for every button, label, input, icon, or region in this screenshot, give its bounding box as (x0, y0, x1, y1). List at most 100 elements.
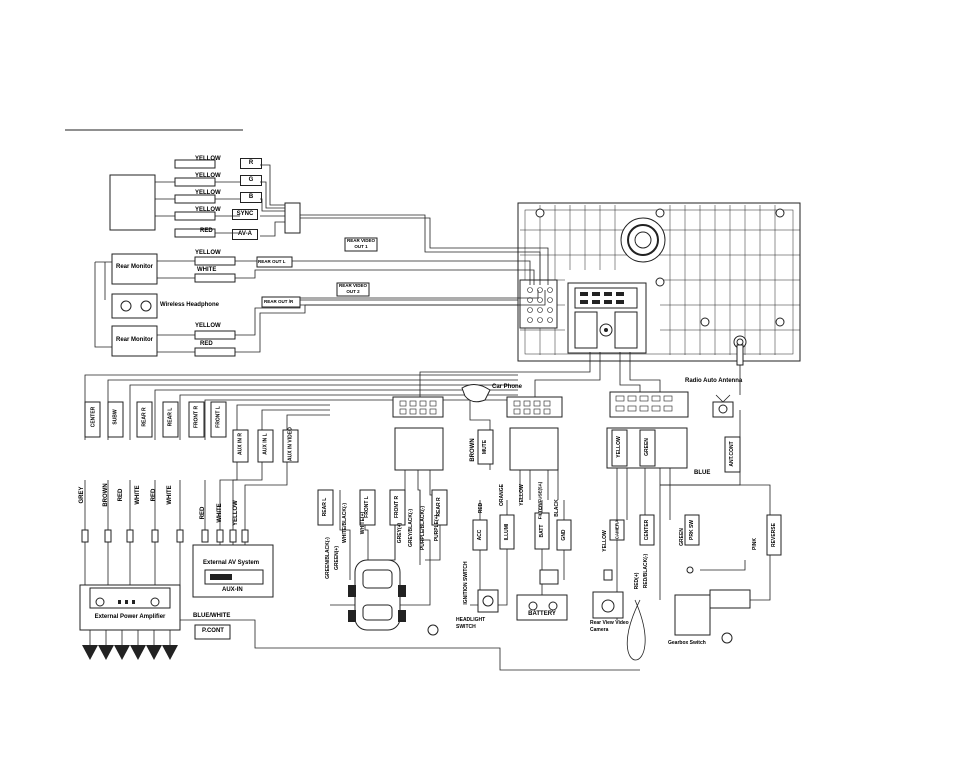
speaker-front-r (389, 489, 406, 526)
reverse-box (766, 514, 782, 556)
rear-monitor-2-wire2: RED (200, 341, 213, 347)
camera-wire-label: YELLOW (602, 530, 608, 552)
red-plus-label: RED(+) (634, 572, 640, 590)
blue-wire-label: BLUE (694, 470, 711, 476)
external-av-sub: AUX-IN (222, 587, 243, 593)
pcont-label: P.CONT (202, 628, 224, 634)
out-front-r: FRONT R (193, 405, 200, 429)
aux-wire-red: RED (200, 506, 206, 520)
power-wire-orange: ORANGE (499, 484, 505, 506)
wire-white-2: WHITE (167, 485, 173, 505)
ant-cont-box (724, 436, 741, 473)
red-black-label: RED/BLACK(-) (643, 553, 649, 589)
yellow-top-box (611, 429, 628, 467)
sw-green-plus: GREEN(+) (334, 545, 340, 571)
camera-label: CAMERA (614, 519, 620, 540)
rear-video-out2-label: REAR VIDEO OUT 2 (338, 283, 367, 294)
battery-label: BATTERY (528, 611, 556, 617)
sw-grey-plus: GREY(+) (397, 522, 403, 544)
lamp-icon (427, 624, 439, 636)
rear-monitor-1-wire2: WHITE (197, 267, 217, 273)
wire-grey: GREY (79, 486, 85, 504)
label-yellow-sync: YELLOW (195, 207, 221, 213)
aux-in-r: AUX IN R (237, 433, 244, 455)
aux-in-video: AUX IN VIDEO (287, 427, 294, 461)
ignition-switch (477, 589, 499, 613)
rear-monitor-1-wire1: YELLOW (195, 250, 221, 256)
mute-wire-label: BROWN (470, 438, 476, 462)
pcont-wire (180, 619, 640, 671)
reverse-lamp-icon (721, 632, 733, 644)
ignition-label: IGNITION SWITCH (463, 561, 469, 605)
wireless-headphone-label: Wireless Headphone (160, 302, 219, 308)
speaker-rear-r (431, 489, 448, 526)
reverse-label: REVERSE (771, 523, 777, 547)
sw-purple-plus: PURPLE(+) (434, 514, 440, 542)
tag-b: B (240, 192, 262, 203)
wire-red-2: RED (151, 488, 157, 502)
sw-white-plus: WHITE(+) (360, 511, 366, 535)
gnd-label: GND (561, 529, 567, 541)
external-amp-label: External Power Amplifier (94, 614, 166, 620)
yellow-top-label: YELLOW (616, 436, 622, 458)
head-unit (517, 202, 801, 362)
wire-red-1: RED (118, 488, 124, 502)
rear-video-out1-box (344, 237, 378, 252)
rear-out-l-box (256, 256, 293, 268)
rear-out-l-label: REAR OUT L (258, 259, 286, 264)
green-top-label: GREEN (644, 438, 650, 456)
external-av-title: External AV System (203, 560, 260, 566)
out-center: CENTER (90, 406, 97, 428)
pcont-wire-label: BLUE/WHITE (193, 613, 231, 619)
tag-g: G (240, 175, 262, 186)
green-top-box (639, 429, 656, 467)
source-device (109, 174, 156, 231)
gearbox-label: Gearbox Switch (668, 640, 706, 646)
green-label: GREEN (679, 528, 685, 546)
ant-cont-label: ANT.CONT (729, 441, 735, 467)
power-wire-yellow: YELLOW (519, 484, 525, 506)
battery (516, 594, 568, 621)
prk-sw-box (684, 514, 700, 546)
pink-label: PINK (752, 538, 758, 550)
wire-brown: BROWN (103, 483, 109, 507)
label-red-ava: RED (200, 228, 213, 234)
aux-in-l: AUX IN L (262, 433, 269, 455)
wire-white-1: WHITE (135, 485, 141, 505)
illumi-label: ILLUMI (504, 523, 510, 541)
headlight-label: HEADLIGHT SWITCH (456, 617, 486, 630)
tag-ava: AV-A (232, 229, 258, 240)
rca-plugs (174, 159, 301, 238)
out-rear-l: REAR L (167, 407, 174, 427)
car-phone-icon (461, 384, 491, 403)
sw-white-black: WHITE/BLACK(-) (342, 503, 348, 543)
rear-out-r-label: REAR OUT /R (264, 299, 294, 304)
prk-sw-label: PRK SW (689, 520, 695, 540)
camera-lead-box (609, 519, 625, 541)
gearbox-switch (674, 560, 751, 636)
mute-label: MUTE (482, 439, 488, 455)
mute-box (477, 429, 494, 465)
headphone-icon (120, 300, 152, 312)
rear-monitor-2-label: Rear Monitor (115, 337, 153, 343)
rear-monitor-2 (111, 325, 158, 357)
out-front-l: FRONT L (215, 406, 222, 428)
tag-sync: SYNC (232, 209, 258, 220)
pcont-box (194, 624, 231, 640)
power-wire-black: BLACK (554, 499, 560, 517)
external-av-system (192, 544, 274, 598)
rear-video-out2-box (336, 282, 370, 297)
sw-purple-black: PURPLE/BLACK(-) (420, 505, 426, 551)
sw-grey-black: GREY/BLACK(-) (408, 508, 414, 548)
fuse-box (539, 569, 559, 585)
rear-video-out1-label: REAR VIDEO OUT 1 (346, 238, 375, 249)
rear-monitor-1 (111, 253, 158, 285)
ground-loop (626, 599, 646, 661)
car-phone-label: Car Phone (492, 384, 523, 390)
out-rear-r: REAR R (141, 407, 148, 427)
car-icon (348, 559, 406, 631)
power-wire-filter: FILTER/FUSE(5A) (537, 481, 543, 520)
camera-title: Rear View Video Camera (590, 620, 629, 633)
power-wire-red: RED (478, 502, 484, 514)
